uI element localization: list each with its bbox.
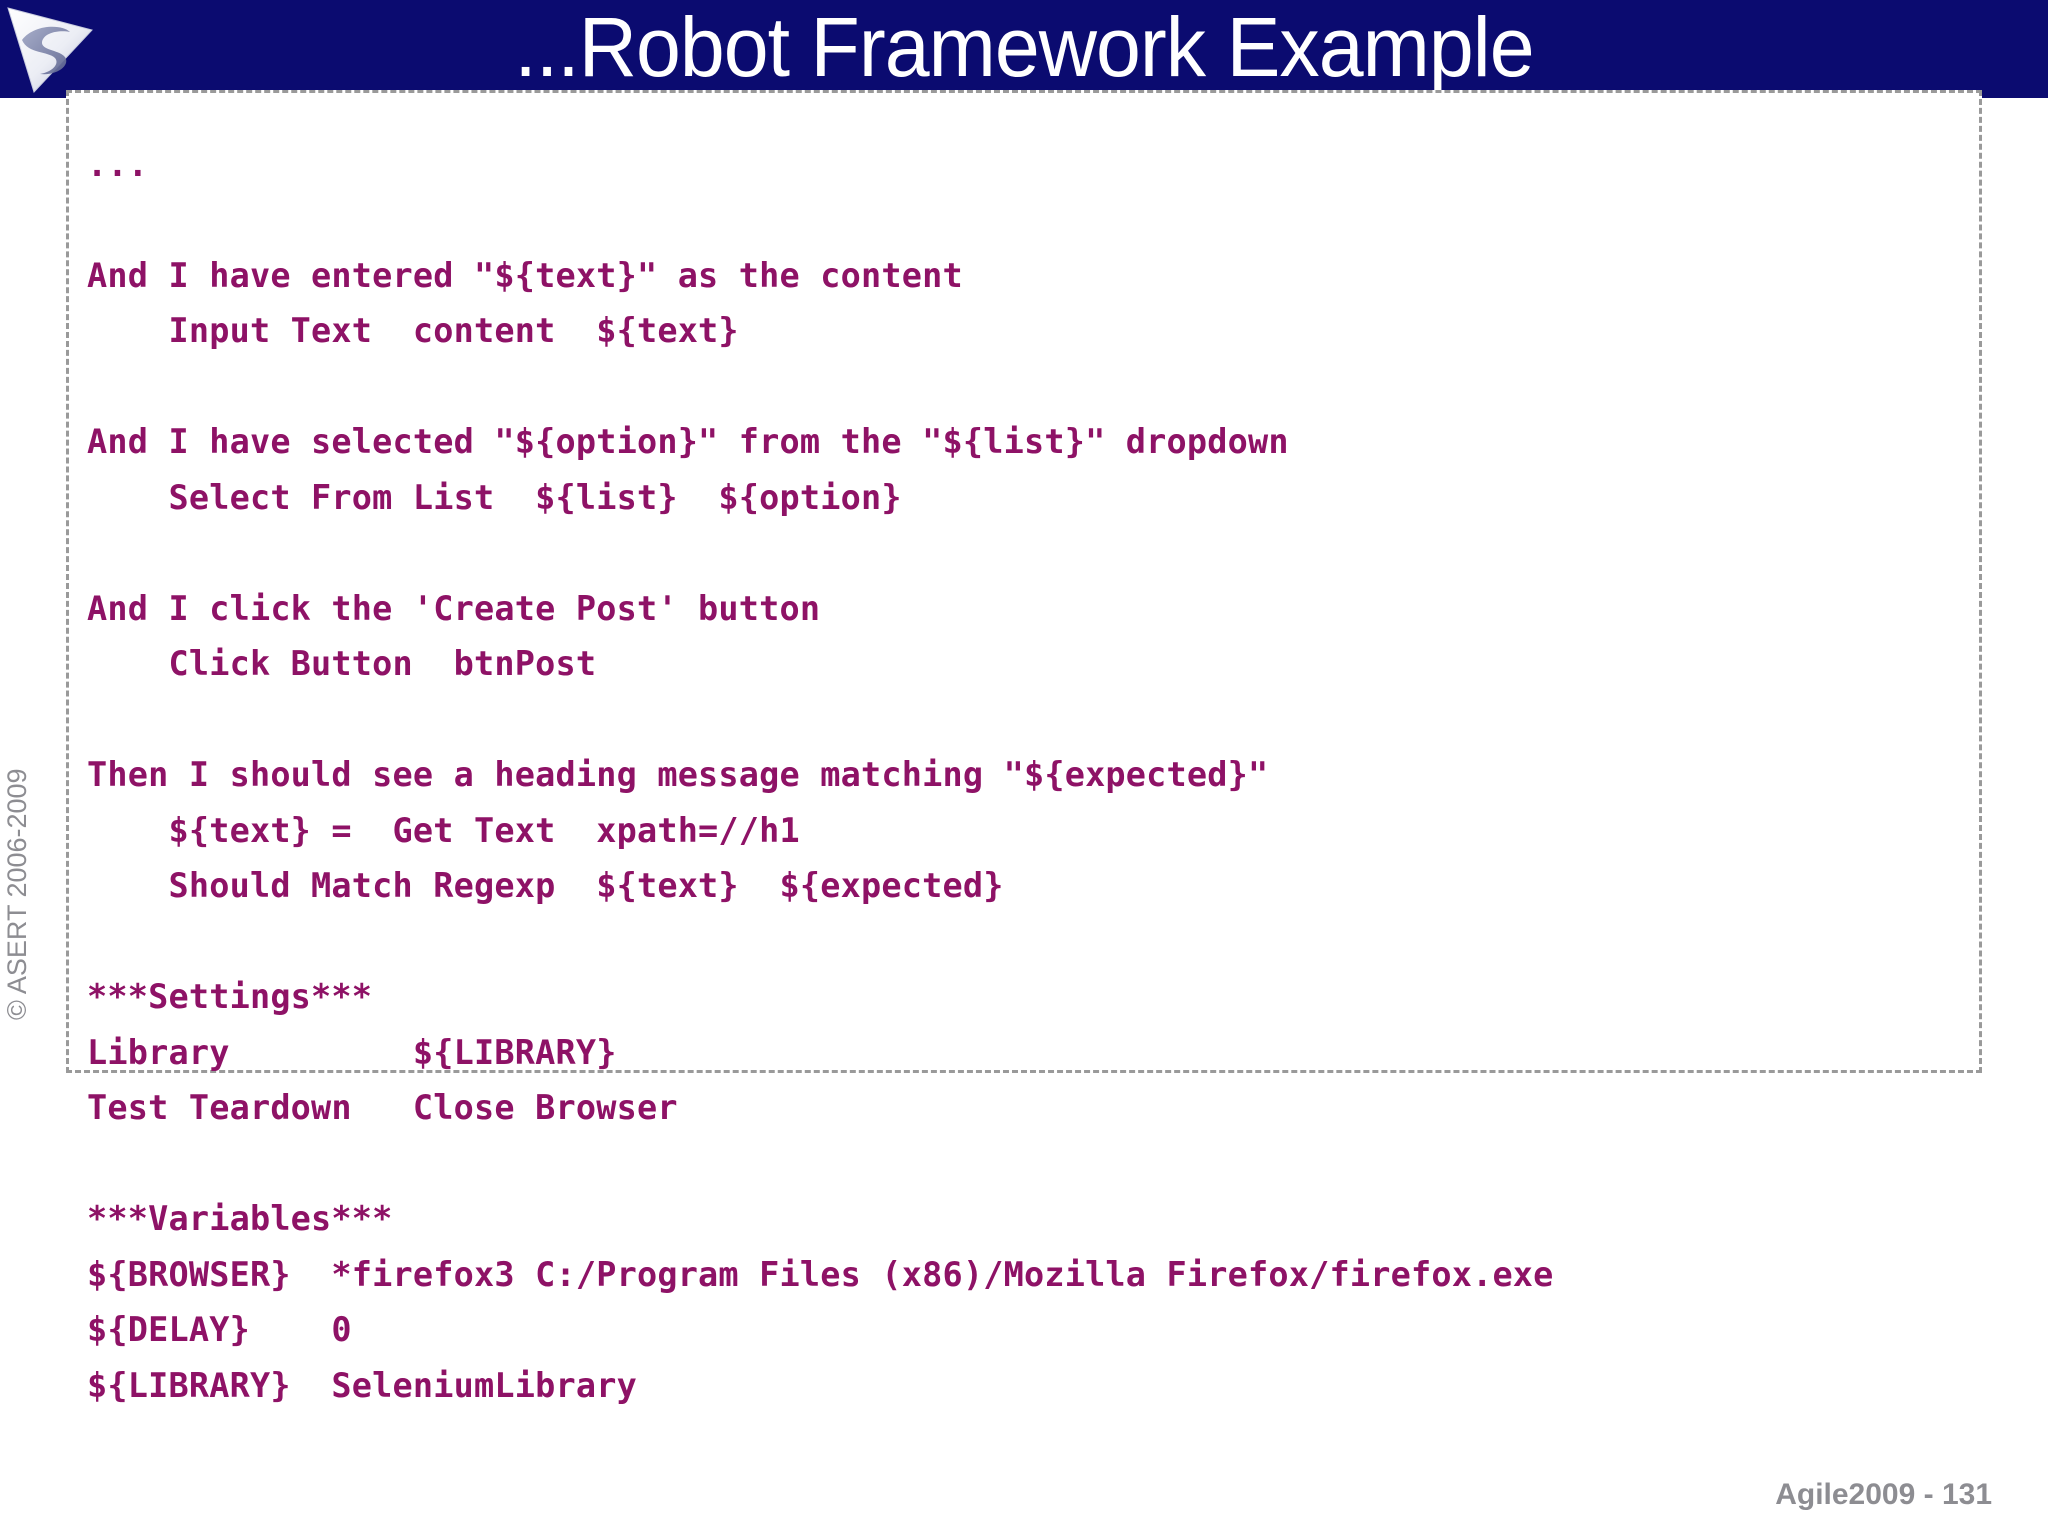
code-line: ***Variables*** bbox=[87, 1199, 393, 1238]
code-line: ${BROWSER} *firefox3 C:/Program Files (x… bbox=[87, 1254, 1554, 1294]
code-line: ${text} = Get Text xpath=//h1 bbox=[87, 810, 800, 850]
code-block-panel: ... And I have entered "${text}" as the … bbox=[66, 90, 1982, 1405]
code-block-text: ... And I have entered "${text}" as the … bbox=[87, 137, 1554, 1414]
code-line: Input Text content ${text} bbox=[87, 311, 739, 350]
code-line: Test Teardown Close Browser bbox=[87, 1088, 678, 1127]
code-line: And I click the 'Create Post' button bbox=[87, 588, 821, 628]
code-line: And I have selected "${option}" from the… bbox=[87, 422, 1289, 461]
code-line: Should Match Regexp ${text} ${expected} bbox=[87, 866, 1004, 905]
code-line: ${DELAY} 0 bbox=[87, 1310, 352, 1349]
code-line: Select From List ${list} ${option} bbox=[87, 477, 902, 517]
code-line: Then I should see a heading message matc… bbox=[87, 755, 1269, 794]
slide-footer-label: Agile2009 - 131 bbox=[1775, 1478, 1992, 1511]
asert-triangle-s-logo-icon bbox=[0, 0, 98, 98]
code-line: Library ${LIBRARY} bbox=[87, 1032, 617, 1072]
code-line: And I have entered "${text}" as the cont… bbox=[87, 255, 963, 295]
code-line: Click Button btnPost bbox=[87, 644, 597, 683]
code-line: ***Settings*** bbox=[87, 977, 373, 1016]
code-line: ... bbox=[87, 144, 149, 184]
code-line: ${LIBRARY} SeleniumLibrary bbox=[87, 1365, 637, 1405]
slide-header-bar: ...Robot Framework Example bbox=[0, 0, 2048, 98]
page-title: ...Robot Framework Example bbox=[514, 0, 1534, 94]
